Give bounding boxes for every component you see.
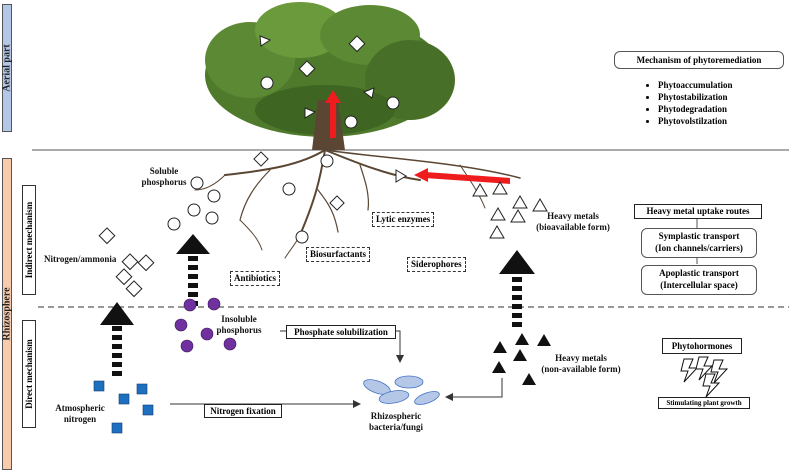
hm-bio-line2: (bioavailable form)	[536, 222, 610, 232]
mechanism-item: Phytostabilization	[658, 91, 733, 103]
stimulating-growth-box: Stimulating plant growth	[658, 397, 750, 409]
soluble-phosphorus-label: Soluble phosphorus	[134, 166, 194, 188]
apoplastic-box: Apoplastic transport (Intercellular spac…	[641, 265, 757, 295]
bacteria-line1: Rhizospheric	[370, 411, 422, 421]
canopy-symbols	[259, 35, 400, 129]
bacteria-line2: bacteria/fungi	[369, 422, 423, 432]
bacteria-ellipses	[363, 375, 440, 405]
non-available-triangles	[492, 333, 551, 385]
nitrogen-ammonia-label: Nitrogen/ammonia	[44, 254, 117, 264]
atm-line2: nitrogen	[63, 414, 97, 424]
uptake-title-box: Heavy metal uptake routes	[634, 204, 762, 219]
tree-canopy	[205, 2, 455, 137]
direct-mechanism-box: Direct mechanism	[22, 320, 36, 428]
hm-non-line1: Heavy metals	[555, 353, 607, 363]
siderophores-box: Siderophores	[407, 257, 466, 272]
symplastic-line1: Symplastic transport	[658, 231, 740, 241]
hm-non-line2: (non-available form)	[541, 364, 621, 374]
nitrogen-ammonia-diamonds	[98, 227, 155, 298]
symplastic-box: Symplastic transport (Ion channels/carri…	[641, 228, 757, 258]
insoluble-phosphorus-circles	[174, 297, 237, 353]
roots	[194, 149, 521, 259]
arrow-up-heavy-metals	[499, 250, 535, 327]
rhizosphere-tab: Rhizosphere	[2, 158, 13, 470]
lytic-enzymes-box: Lytic enzymes	[372, 212, 435, 227]
antibiotics-box: Antibiotics	[230, 271, 281, 286]
mechanism-item: Phytovolstilzation	[658, 115, 733, 127]
arrow-up-nitrogen	[100, 302, 134, 376]
soluble-line1: Soluble	[149, 166, 179, 176]
tree-trunk	[312, 100, 345, 150]
phytohormones-box: Phytohormones	[662, 338, 742, 354]
atm-line1: Atmospheric	[55, 403, 105, 413]
atmospheric-nitrogen-squares	[93, 380, 154, 434]
hm-bioavailable-label: Heavy metals (bioavailable form)	[530, 211, 616, 233]
uptake-title: Heavy metal uptake routes	[646, 206, 750, 216]
insoluble-line1: Insoluble	[221, 314, 257, 324]
atmospheric-nitrogen-label: Atmospheric nitrogen	[47, 403, 113, 425]
phosphate-solubilization-box: Phosphate solubilization	[286, 325, 396, 339]
insoluble-line2: phosphorus	[216, 325, 262, 335]
hm-bio-line1: Heavy metals	[547, 211, 599, 221]
mechanism-list: Phytoaccumulation Phytostabilization Phy…	[644, 79, 733, 127]
bioavailable-triangles	[472, 181, 548, 239]
soluble-line2: phosphorus	[141, 177, 187, 187]
arrow-up-soluble	[176, 234, 210, 306]
mechanism-item: Phytodegradation	[658, 103, 733, 115]
mechanism-title: Mechanism of phytoremediation	[636, 55, 762, 65]
nitrogen-fixation-box: Nitrogen fixation	[204, 404, 282, 418]
aerial-part-tab: Aerial part	[2, 4, 13, 132]
red-arrow-up	[325, 90, 341, 138]
indirect-mechanism-box: Indirect mechanism	[22, 185, 36, 295]
soluble-phosphorus-circles	[167, 176, 221, 231]
symplastic-line2: (Ion channels/carriers)	[655, 243, 743, 253]
root-zone-symbols	[253, 151, 407, 244]
insoluble-phosphorus-label: Insoluble phosphorus	[214, 314, 264, 336]
apoplastic-line1: Apoplastic transport	[659, 268, 739, 278]
hm-connector	[445, 378, 503, 401]
lightning-icon	[680, 356, 729, 398]
biosurfactants-box: Biosurfactants	[306, 247, 370, 262]
mechanism-title-box: Mechanism of phytoremediation	[614, 51, 784, 69]
bacteria-label: Rhizospheric bacteria/fungi	[354, 411, 438, 433]
apoplastic-line2: (Intercellular space)	[660, 280, 738, 290]
hm-non-available-label: Heavy metals (non-available form)	[533, 353, 629, 375]
mechanism-item: Phytoaccumulation	[658, 79, 733, 91]
red-arrow-left	[414, 168, 510, 184]
